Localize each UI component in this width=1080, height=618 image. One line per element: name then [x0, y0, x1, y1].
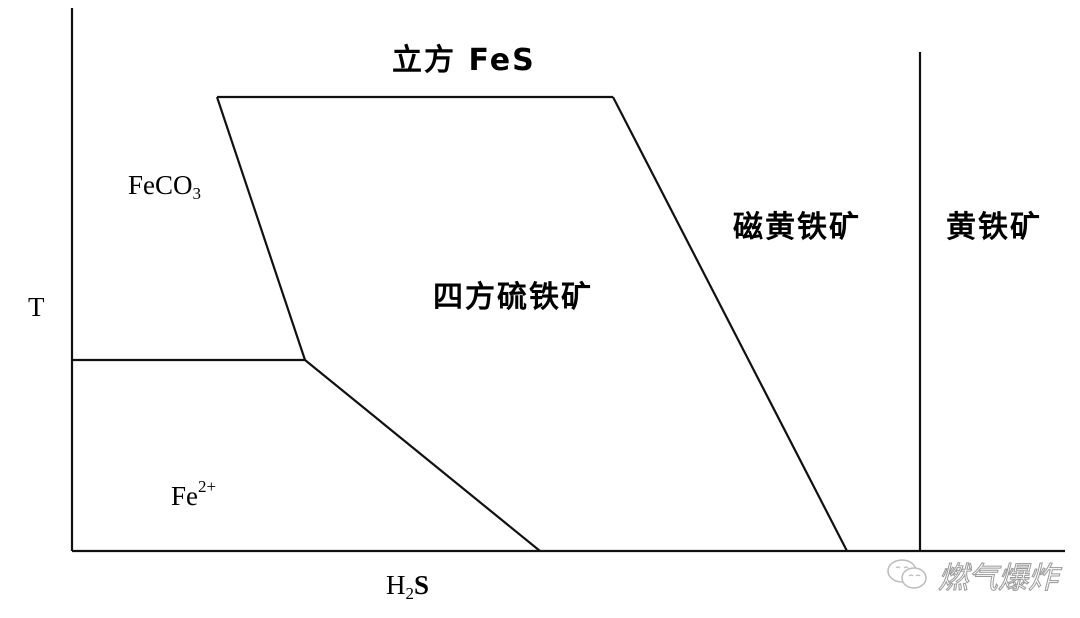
region-label-fe2plus: Fe2+ — [171, 478, 216, 510]
y-axis-label: T — [28, 292, 45, 322]
h2-subscript: 2 — [405, 584, 415, 603]
feco3-mackinawite-boundary-line — [215, 96, 307, 361]
h-text: H — [386, 570, 406, 600]
region-label-feco3: FeCO3 — [128, 170, 202, 203]
region-label-pyrite: 黄铁矿 — [946, 210, 1042, 245]
region-label-pyrrhotite: 磁黄铁矿 — [733, 210, 861, 245]
watermark: 燃气爆炸 — [886, 553, 1059, 597]
region-label-cubic-fes: 立方 FeS — [392, 43, 536, 78]
mackinawite-pyrrhotite-boundary-line — [612, 96, 848, 552]
region-label-mackinawite: 四方硫铁矿 — [433, 280, 593, 315]
watermark-text: 燃气爆炸 — [938, 561, 1059, 597]
x-axis-label: H2S — [386, 570, 430, 603]
fe2-mackinawite-boundary-line — [304, 359, 541, 552]
fe-superscript: 2+ — [198, 477, 217, 496]
wechat-icon — [887, 559, 927, 589]
feco3-text: FeCO — [128, 170, 193, 200]
fe-text: Fe — [171, 481, 198, 511]
s-text: S — [414, 570, 430, 600]
feco3-subscript: 3 — [192, 184, 202, 203]
